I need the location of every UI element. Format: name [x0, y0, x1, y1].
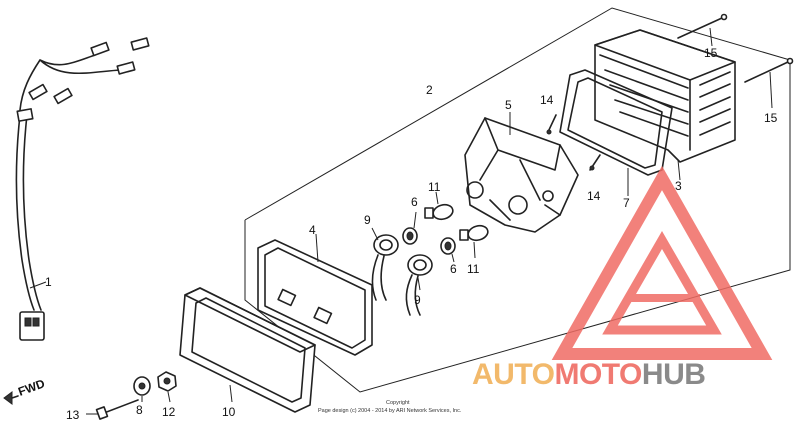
- nut-12: [157, 371, 177, 403]
- callout-9-lower: 9: [414, 293, 421, 307]
- callout-5: 5: [505, 98, 512, 112]
- callout-15-upper: 15: [704, 46, 718, 60]
- svg-text:AUTOMOTOHUB: AUTOMOTOHUB: [472, 358, 705, 391]
- callout-7: 7: [623, 196, 630, 210]
- callout-2: 2: [426, 83, 433, 97]
- copyright-notice: Copyright Page design (c) 2004 - 2014 by…: [318, 400, 462, 414]
- callout-12: 12: [162, 405, 176, 419]
- callout-10: 10: [222, 405, 236, 419]
- seal-6-lower: [440, 237, 456, 263]
- callouts: 1 2 3 4 5 6 6 7 8 9 9 10 11 11 12 13 14 …: [45, 46, 778, 422]
- watermark-logo: [551, 165, 773, 360]
- callout-14-lower: 14: [587, 189, 601, 203]
- callout-9-upper: 9: [364, 213, 371, 227]
- screw-14-lower: [589, 154, 601, 171]
- lamp-base-housing: [464, 112, 579, 233]
- outer-lens-frame: [179, 287, 316, 413]
- callout-11-lower: 11: [467, 262, 480, 276]
- watermark-inner-triangle-icon: [602, 231, 722, 335]
- washer-8: [133, 376, 151, 402]
- fwd-indicator: FWD: [3, 376, 47, 405]
- bolt-13: [86, 399, 139, 420]
- callout-11-upper: 11: [428, 180, 441, 194]
- callout-15-lower: 15: [764, 111, 778, 125]
- bulb-11-upper: [424, 191, 454, 221]
- watermark-hub: HUB: [642, 358, 706, 391]
- seal-6-upper: [402, 211, 418, 245]
- watermark-moto: MOTO: [554, 358, 642, 391]
- callout-14-upper: 14: [540, 93, 554, 107]
- callout-4: 4: [309, 223, 316, 237]
- callout-6-lower: 6: [450, 262, 457, 276]
- assembly-outline: [244, 7, 791, 393]
- watermark-text: AUTOMOTOHUB: [472, 358, 706, 391]
- callout-6-upper: 6: [411, 195, 418, 209]
- screw-15-lower: [744, 57, 794, 109]
- screw-15-upper: [677, 13, 728, 47]
- watermark-auto: AUTO: [472, 358, 555, 391]
- copyright-line-1: Copyright: [386, 400, 410, 406]
- copyright-line-2: Page design (c) 2004 - 2014 by ARI Netwo…: [318, 408, 462, 414]
- callout-3: 3: [675, 179, 682, 193]
- wire-harness: [15, 37, 150, 341]
- callout-1: 1: [45, 275, 52, 289]
- watermark-triangle-icon: [551, 165, 773, 360]
- bulb-11-lower: [459, 224, 489, 259]
- callout-8: 8: [136, 403, 143, 417]
- callout-13: 13: [66, 408, 80, 422]
- screw-14-upper: [546, 114, 557, 135]
- socket-9-lower: [405, 254, 433, 316]
- fwd-label: FWD: [16, 376, 47, 399]
- tail-light-base: [257, 233, 373, 356]
- lens-housing: [594, 29, 736, 181]
- socket-9-upper: [371, 227, 399, 301]
